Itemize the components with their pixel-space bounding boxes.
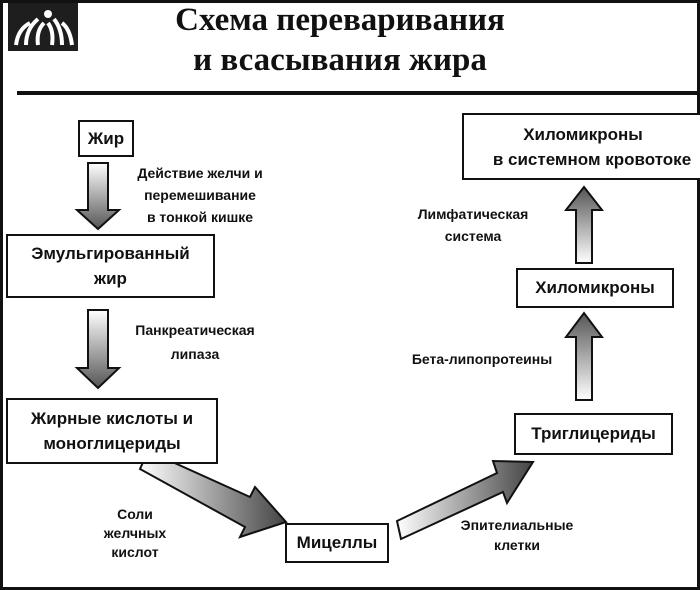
label-pancreatic-lipase: Панкреатическая липаза (120, 318, 270, 366)
arrow-fat-to-emulsified (74, 162, 122, 231)
node-fat-label: Жир (87, 128, 125, 148)
label-epithelial-line2: клетки (494, 537, 540, 553)
label-bile-salts-line3: кислот (111, 544, 159, 560)
node-emulsified-line2: жир (94, 269, 127, 288)
grass-sprouts-logo-icon (8, 3, 78, 51)
label-bile-salts-line1: Соли (117, 506, 153, 522)
label-lipase-line1: Панкреатическая (135, 322, 255, 338)
arrow-triglycerides-to-chylomicrons (564, 311, 604, 401)
node-chylo-blood-line1: Хиломикроны (523, 124, 643, 144)
label-lipase-line2: липаза (170, 346, 220, 362)
node-chylomicrons-label: Хиломикроны (535, 278, 655, 297)
label-epithelial-cells: Эпителиальные клетки (452, 515, 582, 555)
node-emulsified-fat: Эмульгированный жир (6, 234, 215, 298)
node-fatty-acids: Жирные кислоты и моноглицериды (6, 398, 218, 464)
node-fatty-acids-line1: Жирные кислоты и (30, 409, 194, 428)
node-fatty-acids-line2: моноглицериды (43, 434, 181, 453)
arrow-chylomicrons-to-blood (563, 185, 605, 264)
arrow-micelles-to-triglycerides (395, 459, 535, 541)
node-chylo-blood-line2: в системном кровотоке (492, 149, 692, 169)
label-bile-salts: Соли желчных кислот (95, 505, 175, 562)
title-divider (17, 91, 699, 95)
label-bile-action: Действие желчи и перемешивание в тонкой … (120, 162, 280, 228)
node-fat: Жир (78, 120, 134, 157)
node-chylomicrons: Хиломикроны (516, 268, 674, 308)
node-emulsified-line1: Эмульгированный (31, 244, 190, 263)
label-bile-action-line2: перемешивание (144, 187, 256, 203)
node-micelles: Мицеллы (285, 523, 389, 563)
node-triglycerides: Триглицериды (514, 413, 673, 455)
label-bile-action-line3: в тонкой кишке (146, 209, 254, 225)
label-bile-salts-line2: желчных (103, 525, 167, 541)
label-lymph-line1: Лимфатическая (417, 206, 529, 222)
label-beta-lipo-text: Бета-липопротеины (411, 351, 553, 367)
label-lymphatic-system: Лимфатическая система (408, 203, 538, 247)
label-bile-action-line1: Действие желчи и (137, 165, 263, 181)
page-title: Схема переваривания и всасывания жира (100, 2, 580, 78)
node-chylomicrons-in-blood: Хиломикроны в системном кровотоке (462, 113, 700, 180)
title-line-1: Схема переваривания (175, 2, 505, 38)
title-line-2: и всасывания жира (193, 42, 487, 78)
node-micelles-label: Мицеллы (296, 533, 378, 552)
node-triglycerides-label: Триглицериды (531, 424, 656, 443)
label-lymph-line2: система (444, 228, 502, 244)
label-beta-lipoproteins: Бета-липопротеины (402, 349, 562, 369)
arrow-emulsified-to-fatty-acids (74, 309, 122, 390)
label-epithelial-line1: Эпителиальные (460, 517, 574, 533)
